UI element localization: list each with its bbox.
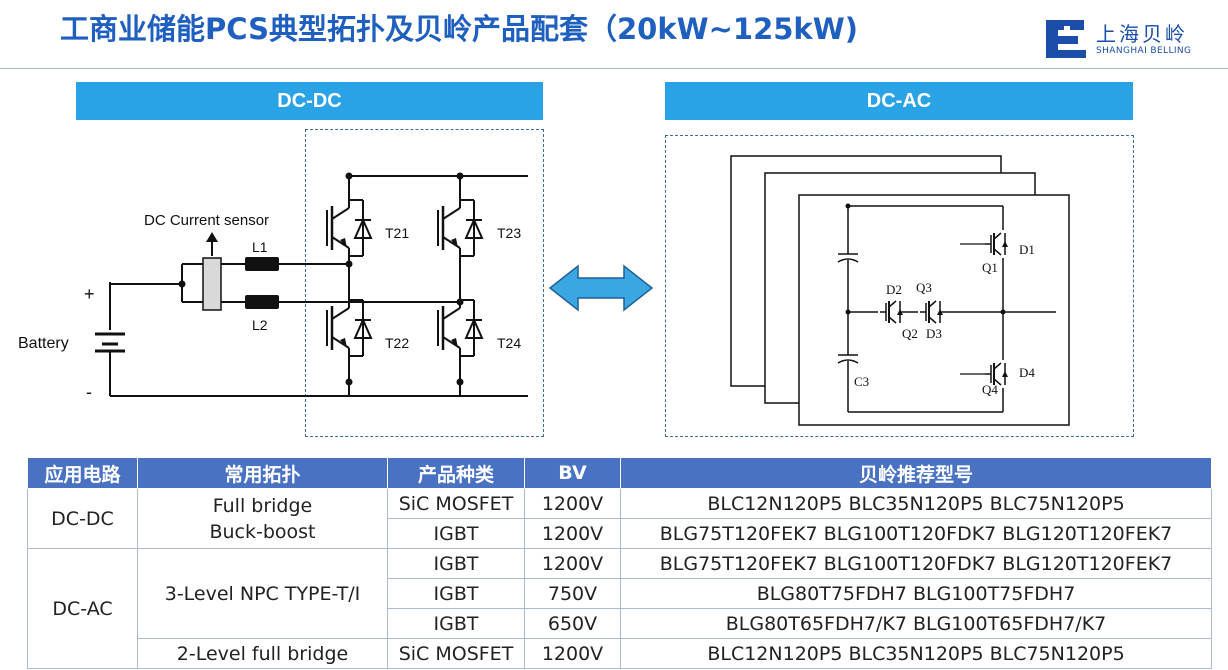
- models-cell: BLG80T65FDH7/K7 BLG100T65FDH7/K7: [620, 608, 1212, 639]
- battery-minus-label: -: [86, 382, 92, 402]
- dc-current-sensor-label: DC Current sensor: [144, 212, 269, 229]
- table-row: IGBT 650V BLG80T65FDH7/K7 BLG100T65FDH7/…: [28, 608, 1212, 639]
- topology-buck-boost: Buck-boost: [209, 520, 316, 543]
- models-cell: BLG75T120FEK7 BLG100T120FDK7 BLG120T120F…: [620, 518, 1212, 549]
- diode-d1-label: D1: [1019, 242, 1035, 257]
- topology-full-bridge: Full bridge: [212, 494, 313, 517]
- bv-cell: 1200V: [524, 638, 621, 669]
- type-cell: SiC MOSFET: [387, 488, 525, 519]
- bv-cell: 1200V: [524, 548, 621, 579]
- dcac-banner: DC-AC: [665, 82, 1133, 120]
- dcdc-switch-frame: [305, 129, 544, 437]
- bv-cell: 750V: [524, 578, 621, 609]
- belling-logo-icon: [1046, 20, 1086, 58]
- table-row: DC-DC Full bridge Buck-boost SiC MOSFET …: [27, 488, 1212, 549]
- table-row: IGBT 1200V BLG75T120FEK7 BLG100T120FDK7 …: [28, 518, 1212, 549]
- transistor-q4-label: Q4: [982, 382, 998, 397]
- type-cell: IGBT: [387, 548, 525, 579]
- type-cell: IGBT: [387, 518, 525, 549]
- topology-cell-dcdc: Full bridge Buck-boost: [137, 488, 388, 549]
- header-application: 应用电路: [27, 457, 138, 489]
- models-cell: BLC12N120P5 BLC35N120P5 BLC75N120P5: [620, 638, 1212, 669]
- topology-cell-2level: 2-Level full bridge: [137, 638, 388, 669]
- capacitor-c3-label: C3: [854, 374, 869, 389]
- app-cell-dcdc: DC-DC: [27, 488, 138, 549]
- battery-label: Battery: [18, 335, 69, 352]
- table-header-row: 应用电路 常用拓扑 产品种类 BV 贝岭推荐型号: [27, 457, 1212, 489]
- recommendation-table: 应用电路 常用拓扑 产品种类 BV 贝岭推荐型号 DC-DC Full brid…: [27, 457, 1212, 669]
- type-cell: IGBT: [387, 608, 525, 639]
- table-row: 2-Level full bridge SiC MOSFET 1200V BLC…: [28, 638, 1212, 669]
- logo-en-text: SHANGHAI BELLING: [1096, 46, 1192, 56]
- diode-d2-label: D2: [886, 282, 902, 297]
- inductor-l2: [245, 295, 279, 309]
- switch-t23-label: T23: [497, 225, 521, 241]
- diode-d3-label: D3: [926, 326, 942, 341]
- topology-cell-3level: 3-Level NPC TYPE-T/I: [137, 548, 388, 639]
- bv-cell: 1200V: [524, 488, 621, 519]
- transistor-q1-label: Q1: [982, 260, 998, 275]
- type-cell: IGBT: [387, 578, 525, 609]
- company-logo: 上海贝岭 SHANGHAI BELLING: [1044, 16, 1216, 60]
- title-divider: [0, 68, 1228, 69]
- page-title: 工商业储能PCS典型拓扑及贝岭产品配套（20kW~125kW): [60, 12, 858, 46]
- header-bv: BV: [524, 457, 621, 489]
- dcac-frame: [665, 135, 1134, 437]
- models-cell: BLG80T75FDH7 BLG100T75FDH7: [620, 578, 1212, 609]
- table-row: DC-AC 3-Level NPC TYPE-T/I IGBT 1200V BL…: [27, 548, 1212, 669]
- header-models: 贝岭推荐型号: [620, 457, 1212, 489]
- inductor-l2-label: L2: [252, 317, 268, 333]
- header-topology: 常用拓扑: [137, 457, 388, 489]
- switch-t24-label: T24: [497, 335, 521, 351]
- models-cell: BLG75T120FEK7 BLG100T120FDK7 BLG120T120F…: [620, 548, 1212, 579]
- header-product-type: 产品种类: [387, 457, 525, 489]
- bv-cell: 650V: [524, 608, 621, 639]
- transistor-q2-label: Q2: [902, 326, 918, 341]
- transistor-q3-label: Q3: [916, 280, 932, 295]
- switch-t21-label: T21: [385, 225, 409, 241]
- switch-t22-label: T22: [385, 335, 409, 351]
- diode-d4-label: D4: [1019, 365, 1035, 380]
- circuit-diagrams: + - Battery DC Current sensor L1 L2 T21 …: [18, 155, 1070, 426]
- type-cell: SiC MOSFET: [387, 638, 525, 669]
- inductor-l1: [245, 257, 279, 271]
- inductor-l1-label: L1: [252, 239, 268, 255]
- bv-cell: 1200V: [524, 518, 621, 549]
- battery-plus-label: +: [84, 284, 95, 304]
- dcdc-banner: DC-DC: [76, 82, 543, 120]
- bidirectional-arrow: [548, 264, 654, 312]
- app-cell-dcac: DC-AC: [27, 548, 138, 669]
- current-sensor: [202, 257, 222, 311]
- models-cell: BLC12N120P5 BLC35N120P5 BLC75N120P5: [620, 488, 1212, 519]
- logo-cn-text: 上海贝岭: [1096, 22, 1188, 46]
